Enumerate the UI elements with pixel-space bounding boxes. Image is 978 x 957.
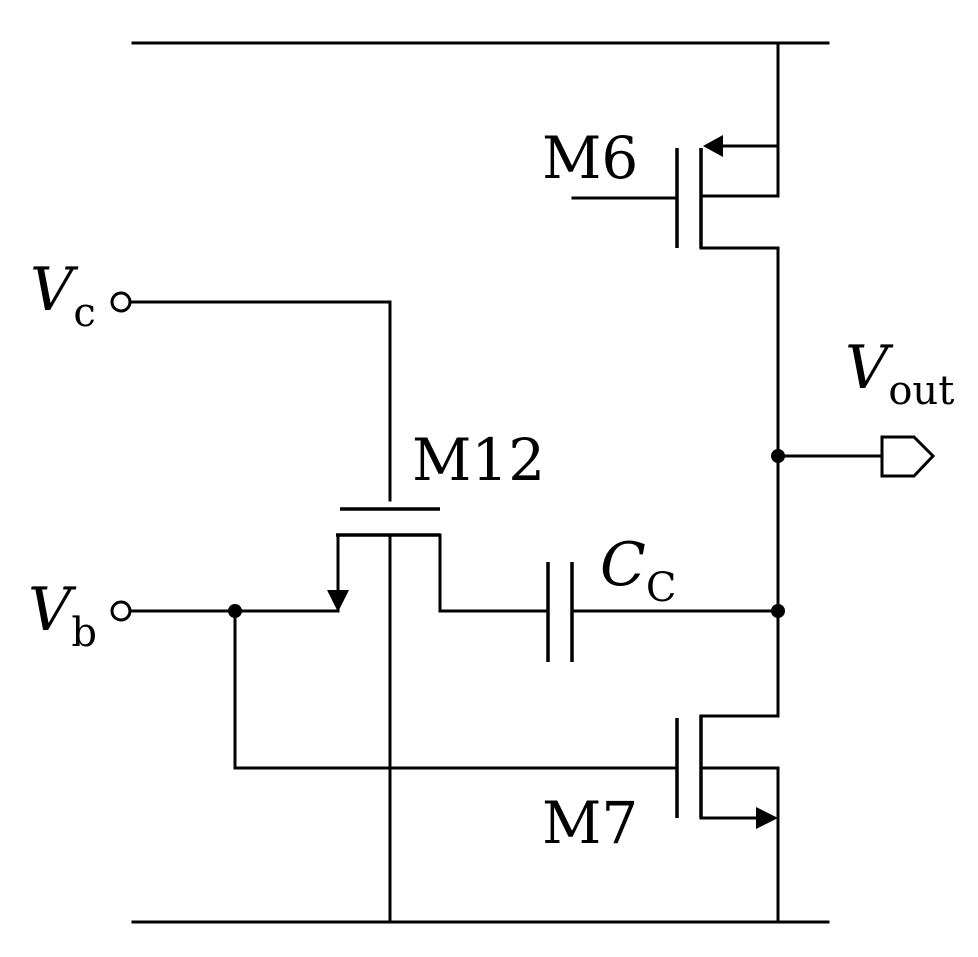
vb-to-m7-gate-wire: [233, 609, 677, 770]
m12-transistor: [327, 507, 550, 924]
vc-wire: [128, 300, 392, 502]
cc-label: CC: [600, 530, 677, 611]
vb-input-terminal: [110, 600, 132, 622]
m7-transistor: [675, 714, 780, 829]
vb-label: Vb: [28, 575, 97, 656]
vc-input-terminal: [110, 291, 132, 313]
cc-node-dot: [771, 604, 785, 618]
m12-drain-connection: [438, 533, 550, 613]
vc-label: Vc: [30, 255, 96, 336]
m7-source-arrow: [756, 807, 778, 829]
m7-label: M7: [542, 789, 638, 857]
m12-label: M12: [412, 426, 545, 494]
m6-label: M6: [542, 124, 638, 192]
vout-port: [880, 435, 936, 478]
m12-source-arrow: [327, 590, 349, 612]
vout-label: Vout: [845, 333, 954, 414]
m6-source-arrow: [703, 135, 723, 157]
m6-transistor: [571, 135, 780, 250]
cc-capacitor: [546, 562, 780, 662]
